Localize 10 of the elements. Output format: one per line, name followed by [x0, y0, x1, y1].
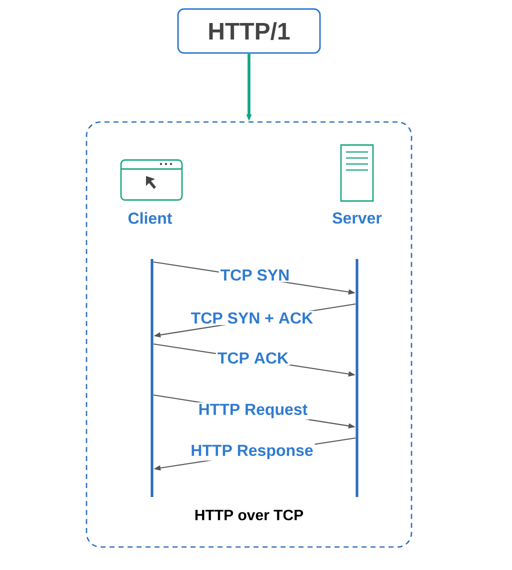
endpoint-label: Client: [128, 212, 172, 224]
endpoint-label: Server: [332, 212, 382, 224]
edge-label: HTTP Request: [196, 402, 310, 420]
edge-label: TCP ACK: [216, 350, 290, 366]
edge-label: TCP SYN + ACK: [189, 310, 315, 326]
title-box: HTTP/1: [177, 8, 321, 54]
edge-label: TCP SYN: [218, 268, 292, 282]
lifeline: [150, 259, 154, 497]
edge-label: HTTP Response: [189, 443, 315, 461]
lifeline: [356, 259, 358, 497]
